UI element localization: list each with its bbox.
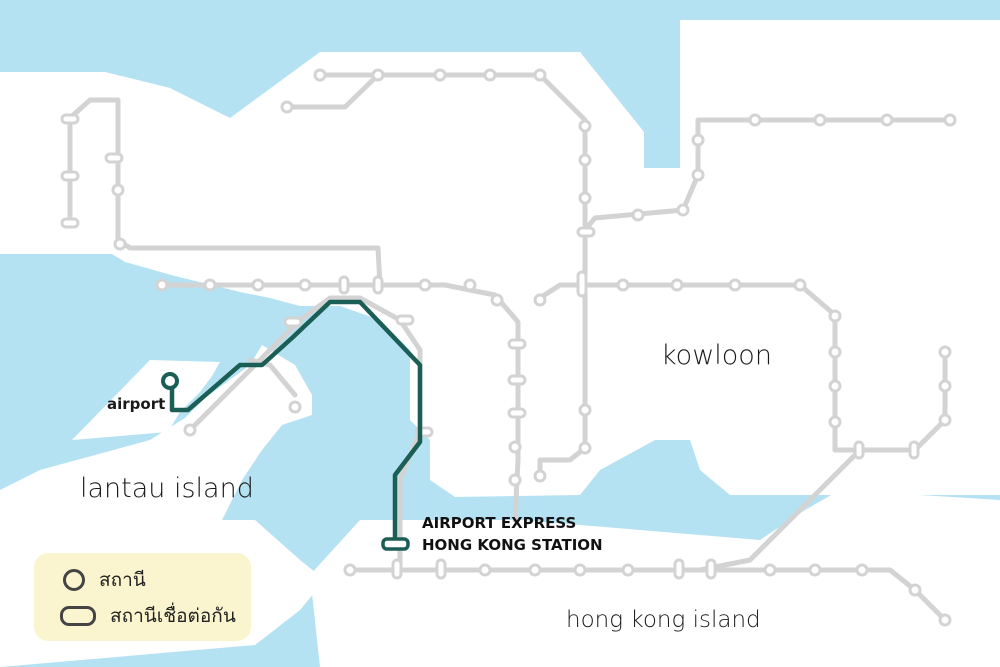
airport-station-marker xyxy=(161,372,179,390)
station-label-hong-kong[interactable]: AIRPORT EXPRESS HONG KONG STATION xyxy=(422,512,603,556)
airport-express-line xyxy=(169,299,423,540)
station-circle-icon xyxy=(63,569,85,591)
region-label-kowloon: kowloon xyxy=(661,340,772,371)
legend-label-interchange: สถานีเชื่อต่อกัน xyxy=(110,605,236,627)
airport-express-route xyxy=(161,299,423,551)
line-island-connector xyxy=(697,447,863,573)
land-hong-kong-island xyxy=(310,490,1000,667)
station-label-line1: AIRPORT EXPRESS xyxy=(422,514,577,532)
station-markers xyxy=(111,68,957,627)
station-label-line2: HONG KONG STATION xyxy=(422,536,603,554)
line-tung-chung xyxy=(159,282,521,523)
line-island xyxy=(347,567,948,623)
line-east-rail xyxy=(537,227,588,479)
line-kowloon-east xyxy=(582,117,953,233)
legend-item-interchange: สถานีเชื่อต่อกัน xyxy=(60,603,236,629)
region-label-lantau: lantau island xyxy=(80,473,254,504)
hong-kong-station-marker xyxy=(381,537,410,551)
station-label-airport[interactable]: airport xyxy=(107,395,166,413)
map-legend: สถานี สถานีเชื่อต่อกัน xyxy=(34,553,251,641)
interchange-pill-icon xyxy=(60,606,96,626)
line-branch-west xyxy=(284,72,381,110)
land-airport-island xyxy=(72,360,220,440)
region-label-hong-kong-island: hong kong island xyxy=(566,607,761,633)
land-kai-tak-peninsula xyxy=(695,418,820,488)
network-lines xyxy=(67,72,953,623)
land-kowloon-new-territories xyxy=(0,20,1000,497)
legend-label-station: สถานี xyxy=(99,569,146,591)
legend-item-station: สถานี xyxy=(60,567,146,593)
interchange-markers xyxy=(60,113,920,580)
line-tuen-ma-north xyxy=(317,72,588,253)
